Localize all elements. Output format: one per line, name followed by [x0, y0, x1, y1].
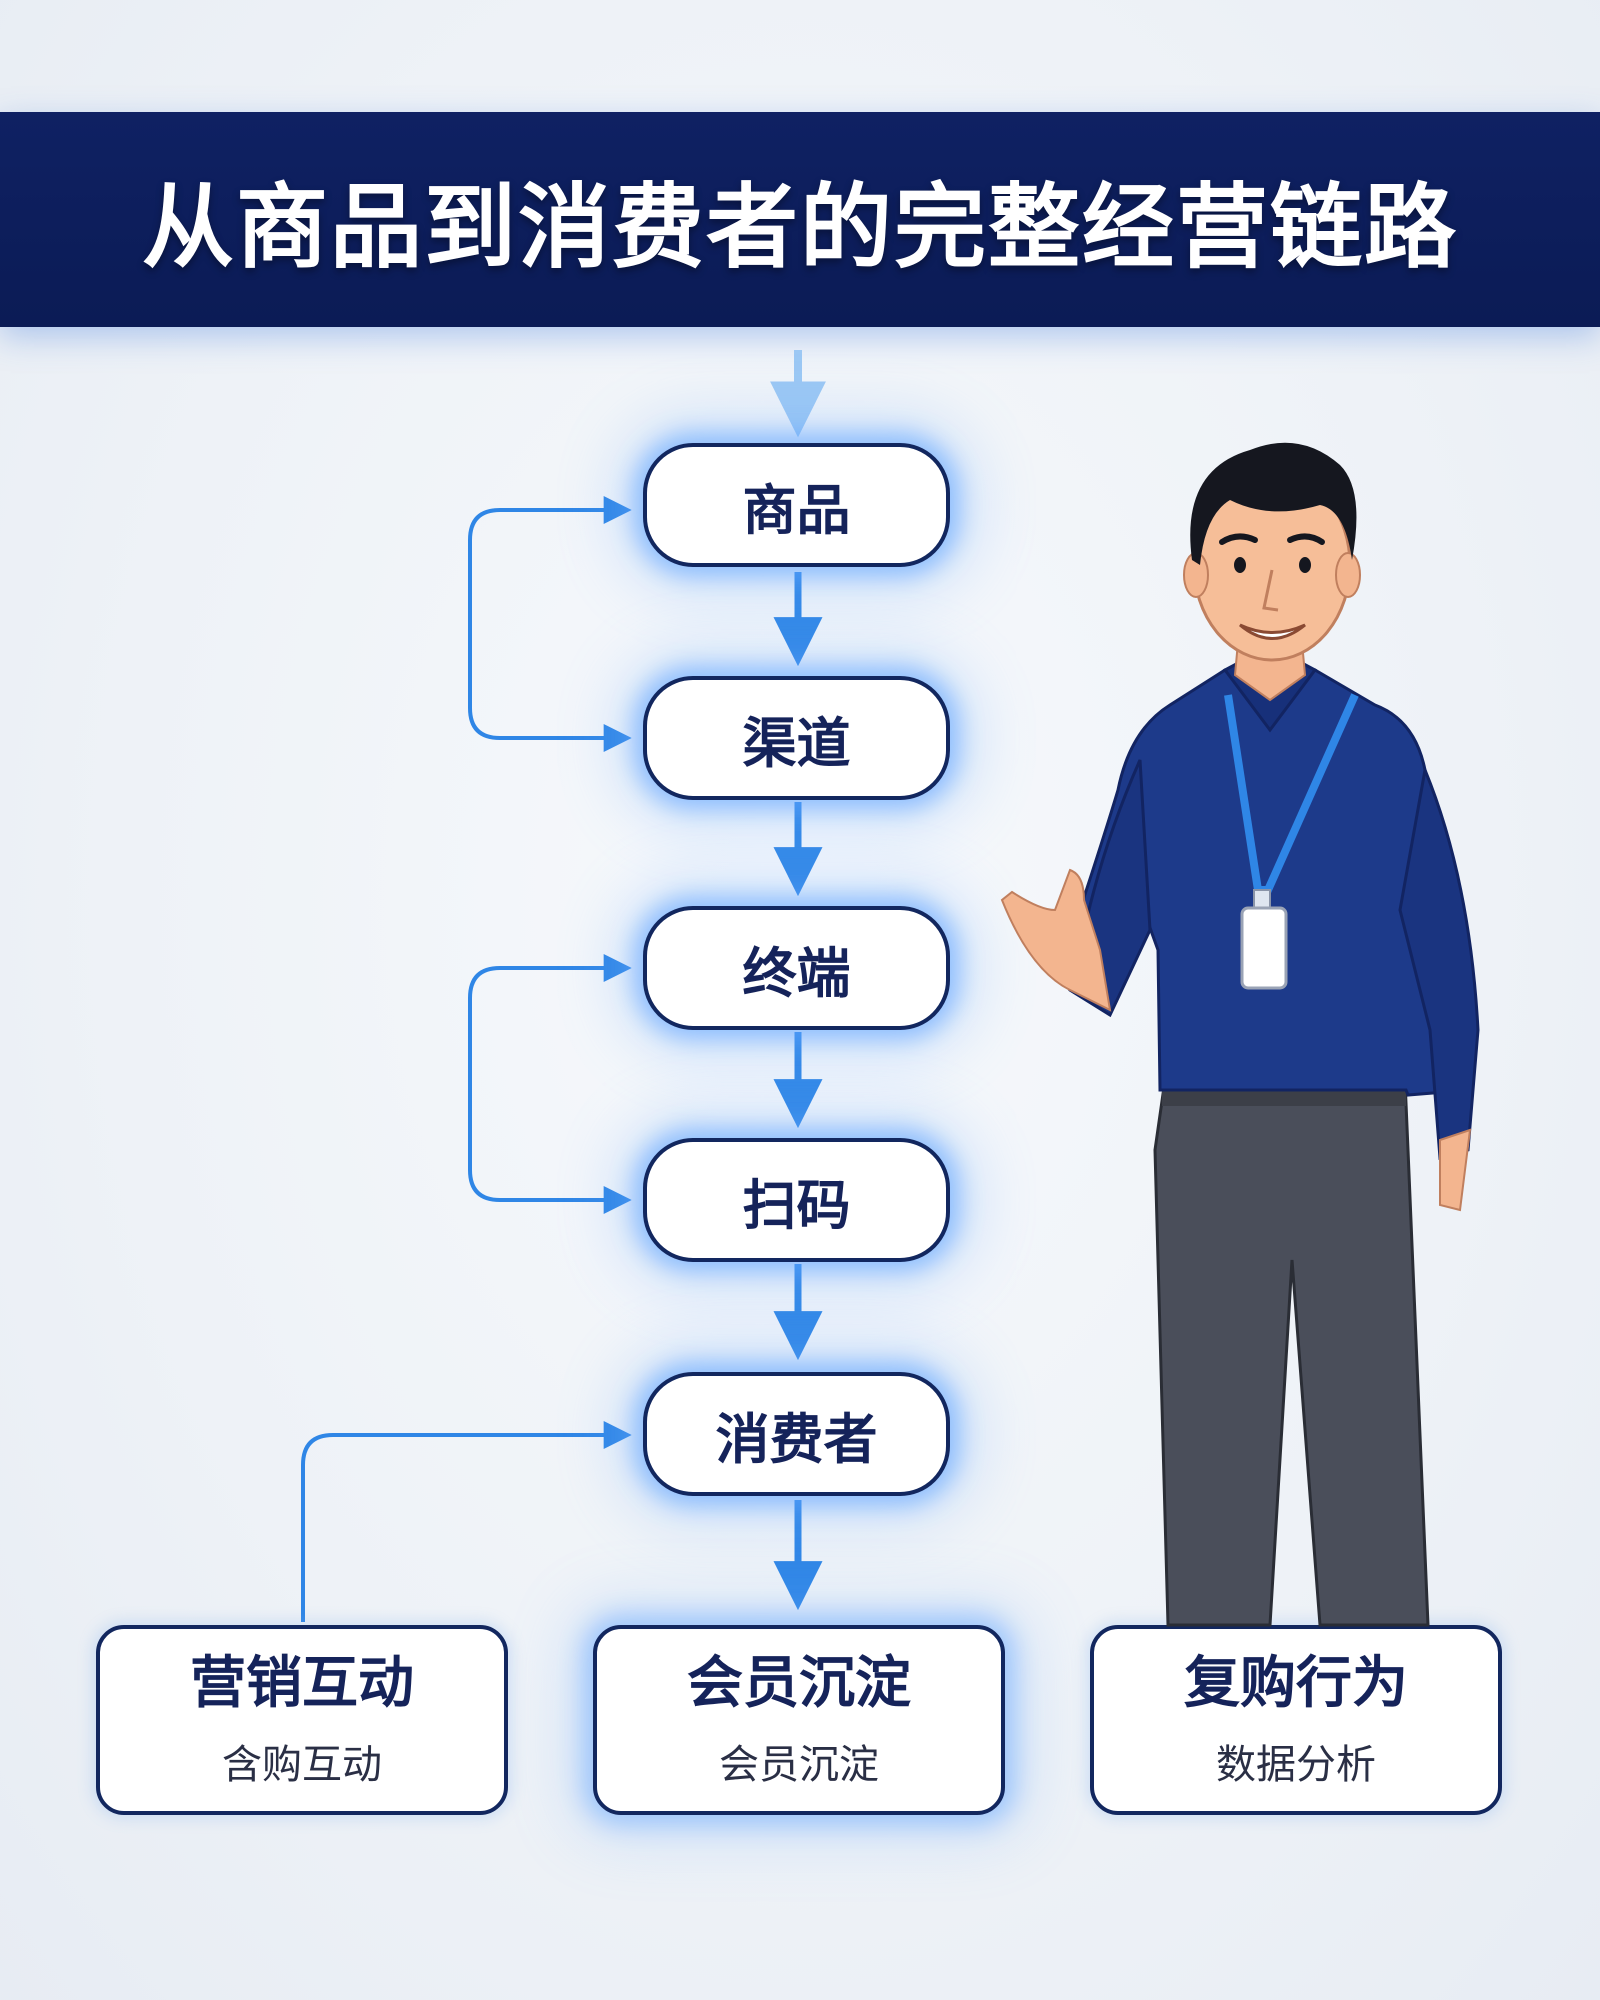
smile	[1239, 623, 1306, 640]
outcome-title: 复购行为	[1184, 1651, 1408, 1717]
outcome-membership: 会员沉淀 会员沉淀	[593, 1625, 1005, 1815]
node-terminal: 终端	[643, 906, 950, 1030]
outcome-subtitle: 会员沉淀	[719, 1741, 879, 1788]
eyebrow-left	[1219, 533, 1258, 545]
node-goods: 商品	[643, 443, 950, 567]
ear-right	[1335, 552, 1361, 598]
page-title: 从商品到消费者的完整经营链路	[141, 174, 1458, 281]
outcome-title: 会员沉淀	[687, 1651, 911, 1717]
left-hand	[1000, 868, 1112, 1012]
hair	[1190, 442, 1357, 565]
outcome-title: 营销互动	[190, 1651, 414, 1717]
eye-right	[1299, 557, 1311, 573]
node-channel: 渠道	[643, 676, 950, 800]
outcome-repurchase: 复购行为 数据分析	[1090, 1625, 1502, 1815]
pants	[1153, 1078, 1430, 1627]
eye-left	[1234, 557, 1246, 573]
outcome-subtitle: 数据分析	[1216, 1741, 1376, 1788]
header-banner: 从商品到消费者的完整经营链路	[0, 112, 1600, 327]
presenter-illustration	[1000, 442, 1480, 1627]
id-badge	[1240, 906, 1288, 990]
nose	[1262, 569, 1279, 612]
loop-terminal-scan	[468, 966, 625, 1202]
outcome-marketing: 营销互动 含购互动	[96, 1625, 508, 1815]
eyebrow-right	[1287, 533, 1325, 545]
node-consumer: 消费者	[643, 1372, 950, 1496]
node-scan: 扫码	[643, 1138, 950, 1262]
right-hand	[1439, 1128, 1472, 1212]
connector-marketing-consumer	[301, 1433, 625, 1622]
outcome-subtitle: 含购互动	[222, 1741, 382, 1788]
loop-goods-channel	[468, 508, 625, 740]
